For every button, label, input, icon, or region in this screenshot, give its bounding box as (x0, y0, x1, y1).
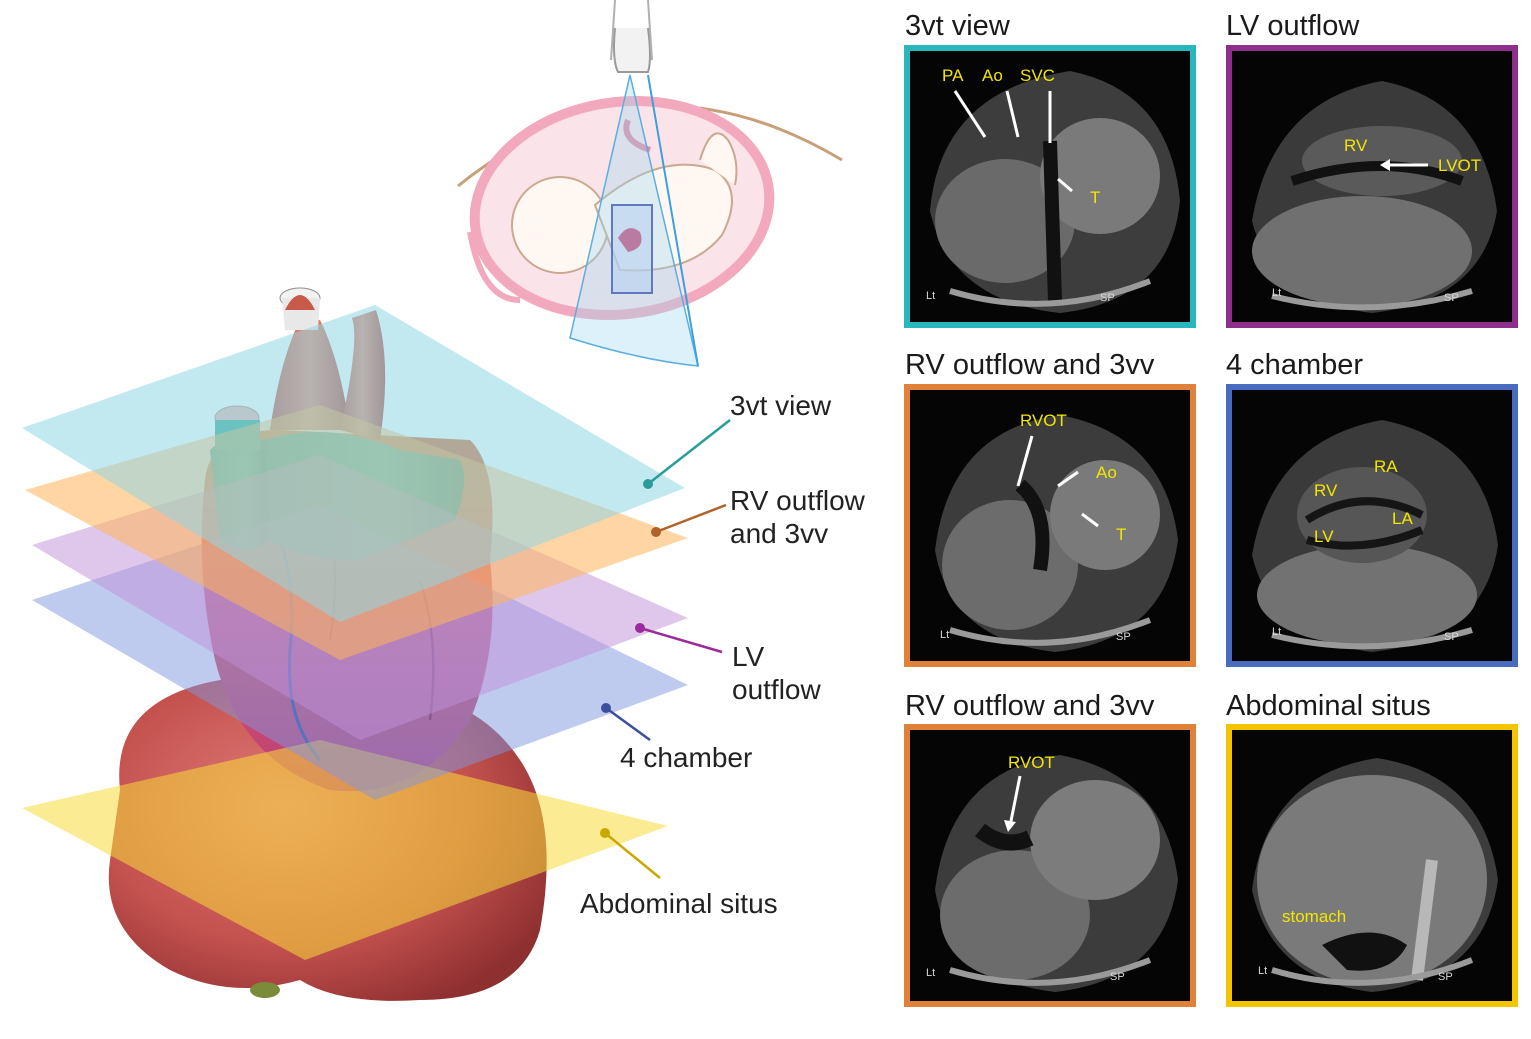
label-ao: Ao (982, 66, 1003, 85)
label-stomach: stomach (1282, 907, 1346, 926)
label-lt: Lt (926, 290, 935, 302)
label-lt: Lt (1272, 287, 1281, 299)
label-sp: SP (1444, 631, 1459, 643)
plane-label-lv-outflow-1: LV (732, 641, 764, 672)
label-lt: Lt (1272, 626, 1281, 638)
label-ra: RA (1374, 457, 1398, 476)
ultrasound-panel-lv-outflow: RV LVOT Lt SP (1226, 45, 1518, 328)
plane-abdominal-situs (22, 740, 668, 960)
plane-label-4-chamber: 4 chamber (620, 742, 752, 773)
label-svc: SVC (1020, 66, 1055, 85)
plane-label-3vt: 3vt view (730, 390, 832, 421)
label-la: LA (1392, 509, 1413, 528)
label-lvot: LVOT (1438, 156, 1481, 175)
plane-label-rv-outflow-2: and 3vv (730, 518, 828, 549)
plane-label-rv-outflow-1: RV outflow (730, 485, 866, 516)
panel-title-lv-outflow: LV outflow (1226, 10, 1360, 42)
plane-leaders (600, 419, 731, 879)
ultrasound-image: stomach Lt SP (1252, 758, 1498, 992)
plane-3vt (22, 305, 685, 622)
label-lt: Lt (1258, 965, 1267, 977)
ultrasound-image: RA RV LA LV Lt SP (1252, 420, 1498, 652)
ultrasound-image: RVOT Ao T Lt SP (935, 411, 1178, 652)
plane-label-abdominal-situs: Abdominal situs (580, 888, 778, 919)
label-sp: SP (1110, 971, 1125, 983)
label-t: T (1116, 525, 1126, 544)
label-sp: SP (1444, 292, 1459, 304)
ultrasound-panel-3vt: PA Ao SVC T Lt SP (904, 45, 1196, 328)
label-ao: Ao (1096, 463, 1117, 482)
label-rvot: RVOT (1020, 411, 1067, 430)
ultrasound-panel-abdominal-situs: stomach Lt SP (1226, 724, 1518, 1007)
panel-title-rv-outflow-2: RV outflow and 3vv (905, 690, 1155, 722)
label-rv: RV (1314, 481, 1338, 500)
label-lv: LV (1314, 527, 1334, 546)
plane-label-lv-outflow-2: outflow (732, 674, 821, 705)
label-sp: SP (1438, 971, 1453, 983)
label-rvot: RVOT (1008, 753, 1055, 772)
label-lt: Lt (940, 629, 949, 641)
ultrasound-image: PA Ao SVC T Lt SP (926, 66, 1180, 313)
fetus-schematic (457, 0, 843, 367)
ultrasound-image: RVOT Lt SP (926, 753, 1178, 992)
ultrasound-panel-rv-outflow-2: RVOT Lt SP (904, 724, 1196, 1007)
panel-title-rv-outflow: RV outflow and 3vv (905, 349, 1155, 381)
label-pa: PA (942, 66, 964, 85)
label-t: T (1090, 188, 1100, 207)
label-rv: RV (1344, 136, 1368, 155)
label-sp: SP (1116, 631, 1131, 643)
ultrasound-image: RV LVOT Lt SP (1252, 81, 1497, 313)
label-sp: SP (1100, 292, 1115, 304)
label-lt: Lt (926, 967, 935, 979)
panel-title-abdominal-situs: Abdominal situs (1226, 690, 1431, 722)
ultrasound-panel-rv-outflow: RVOT Ao T Lt SP (904, 384, 1196, 667)
panel-title-3vt: 3vt view (905, 10, 1010, 42)
panel-title-4-chamber: 4 chamber (1226, 349, 1364, 381)
ultrasound-panel-4-chamber: RA RV LA LV Lt SP (1226, 384, 1518, 667)
